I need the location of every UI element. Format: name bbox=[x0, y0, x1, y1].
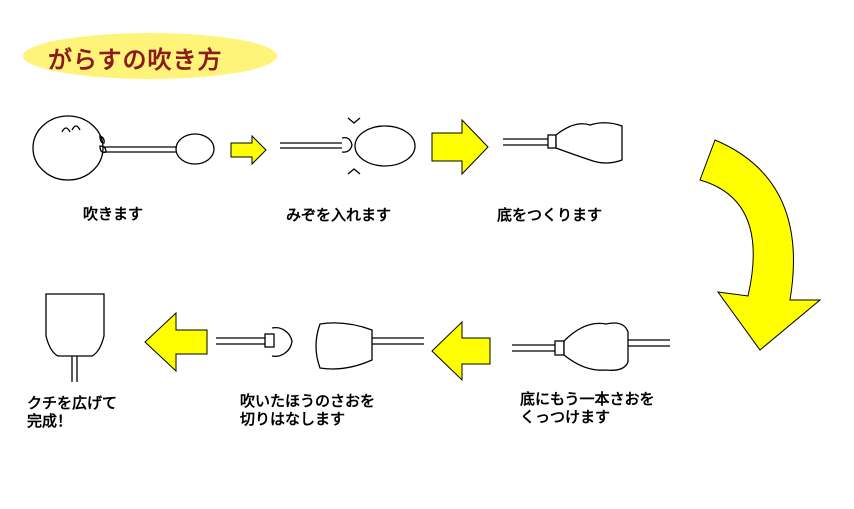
page-title: がらすの吹き方 bbox=[48, 46, 223, 74]
step3-illustration bbox=[503, 122, 623, 164]
arrow-right-icon bbox=[230, 134, 267, 166]
step6-caption: クチを広げて 完成！ bbox=[27, 394, 118, 430]
step2-illustration bbox=[280, 117, 416, 175]
step5-illustration bbox=[216, 322, 424, 370]
step6-illustration bbox=[45, 293, 105, 382]
step1-caption: 吹きます bbox=[83, 205, 144, 223]
step2-caption: みぞを入れます bbox=[286, 206, 392, 224]
step3-caption: 底をつくります bbox=[497, 206, 603, 224]
arrow-left-icon bbox=[431, 320, 491, 382]
step5-caption: 吹いたほうのさおを 切りはなします bbox=[240, 392, 376, 428]
arrow-right-icon bbox=[431, 118, 489, 176]
step1-illustration bbox=[32, 115, 215, 181]
title-badge bbox=[23, 33, 277, 79]
arrow-left-icon bbox=[144, 311, 208, 373]
step4-caption: 底にもう一本さおを くっつけます bbox=[520, 390, 655, 426]
step4-illustration bbox=[512, 322, 670, 371]
curved-arrow-icon bbox=[699, 139, 822, 351]
